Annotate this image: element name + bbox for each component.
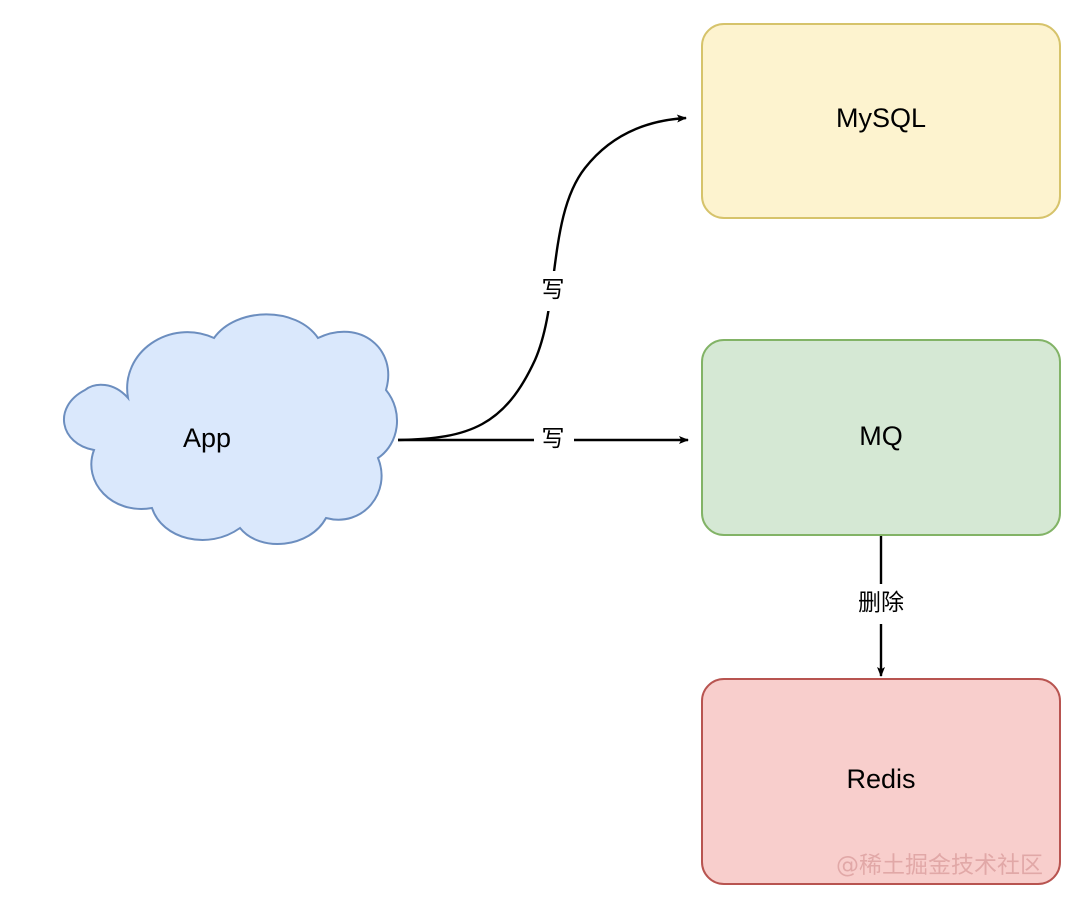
- node-app[interactable]: App: [63, 313, 399, 545]
- edge-app-to-mysql-label-bg: [534, 271, 574, 311]
- node-mq-box: [701, 339, 1061, 536]
- watermark: @稀土掘金技术社区: [836, 853, 1043, 879]
- edge-mq-to-redis: 删除: [844, 535, 918, 678]
- edge-mq-to-redis-label-bg: [844, 584, 918, 624]
- node-mysql[interactable]: MySQL: [701, 23, 1061, 219]
- edge-mq-to-redis-label: 删除: [858, 589, 904, 615]
- node-mysql-label: MySQL: [836, 103, 926, 133]
- node-app-label: App: [183, 423, 231, 453]
- edge-app-to-mq-label: 写: [542, 425, 565, 451]
- edge-app-to-mq: 写: [398, 421, 690, 459]
- node-mysql-box: [701, 23, 1061, 219]
- edge-app-to-mysql-label: 写: [542, 276, 565, 302]
- edge-app-to-mysql: 写: [397, 114, 687, 442]
- node-redis[interactable]: Redis: [701, 678, 1061, 885]
- edge-app-to-mq-label-bg: [534, 421, 574, 459]
- node-mq[interactable]: MQ: [701, 339, 1061, 536]
- node-redis-box: [701, 678, 1061, 885]
- node-redis-label: Redis: [846, 764, 915, 794]
- node-mq-label: MQ: [859, 421, 903, 451]
- cloud-shape: [63, 313, 399, 545]
